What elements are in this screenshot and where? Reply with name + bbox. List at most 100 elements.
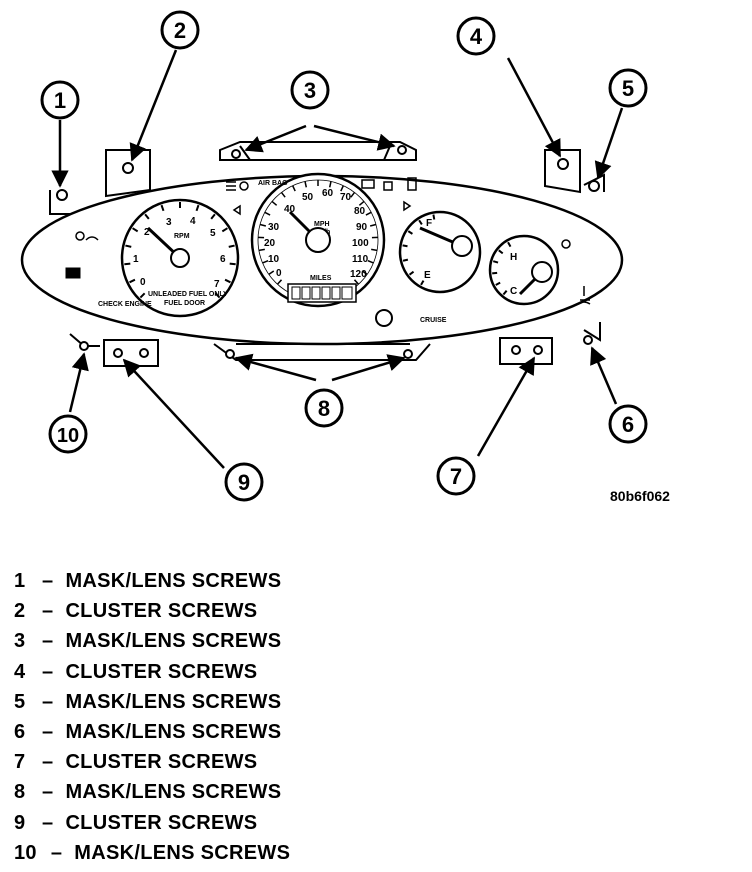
screw-holes [56,145,600,359]
legend-item: 6–MASK/LENS SCREWS [14,720,282,743]
legend-item: 10–MASK/LENS SCREWS [14,841,291,864]
legend-num: 8 [14,781,26,804]
callout-label-6: 6 [622,412,634,437]
gauge-tick [291,185,296,192]
temperature-gauge: H C [488,234,560,306]
callout-1 [40,80,80,120]
speedo-tick-0: 0 [276,268,282,279]
temp-hot-label: H [510,252,517,263]
gauge-tick [139,292,146,299]
callout-4 [456,16,496,56]
svg-text:UNLEADED FUEL ONLY: UNLEADED FUEL ONLY [148,291,228,298]
speedo-tick-100: 100 [352,238,369,249]
legend-item: 7–CLUSTER SCREWS [14,751,258,774]
gauge-tick [361,270,368,276]
callout-label-8: 8 [318,396,330,421]
legend-num: 9 [14,811,26,834]
legend-item: 3–MASK/LENS SCREWS [14,630,282,653]
gauge-tick [420,280,425,286]
legend-list: 1–MASK/LENS SCREWS 2–CLUSTER SCREWS 3–MA… [14,570,290,872]
gauge-tick [124,262,131,266]
gauge-tick [132,227,139,233]
legend-item: 5–MASK/LENS SCREWS [14,690,282,713]
gauge-tick [262,259,269,264]
gauge-tick [224,278,231,284]
legend-item: 9–CLUSTER SCREWS [14,811,258,834]
gauge-tick [259,223,267,227]
temp-cold-label: C [510,286,517,297]
callout-label-9: 9 [238,470,250,495]
legend-item: 1–MASK/LENS SCREWS [14,570,282,592]
legend-text: CLUSTER SCREWS [65,600,258,623]
callout-label-5: 5 [622,76,634,101]
legend-text: MASK/LENS SCREWS [65,630,282,653]
callout-10 [48,414,88,454]
legend-num: 6 [14,720,26,743]
tach-tick-0: 0 [140,277,146,288]
gauge-tick [228,244,235,248]
gauge-tick [371,248,378,252]
callout-label-4: 4 [470,24,483,49]
legend-text: MASK/LENS SCREWS [65,570,282,592]
gauge-tick [340,185,345,192]
gauge-tick [160,204,165,212]
legend-text: MASK/LENS SCREWS [65,720,282,743]
gauge-tick [402,258,409,262]
speedo-tick-90: 90 [356,222,368,233]
gauge-tick [407,230,413,235]
callout-9 [224,462,264,502]
gauge-tick [229,262,236,266]
fuel-empty-label: E [424,270,431,281]
speedo-tick-120: 120 [350,269,367,280]
gauge-tick [214,292,221,299]
odometer-label: MILES [310,275,332,282]
callout-label-1: 1 [54,88,66,113]
tach-tick-1: 1 [133,254,139,265]
gauge-tick [369,223,377,227]
svg-text:RPM: RPM [174,233,190,240]
tach-tick-5: 5 [210,228,216,239]
legend-num: 2 [14,600,26,623]
gauge-tick [195,204,200,212]
tach-tick-4: 4 [190,216,196,227]
callout-3 [290,70,330,110]
indicator-lamps [65,177,591,327]
legend-num: 7 [14,751,26,774]
legend-text: CLUSTER SCREWS [65,811,258,834]
gauge-tick [495,281,501,286]
tach-tick-3: 3 [166,217,172,228]
gauge-tick [358,200,365,206]
gauge-tick [258,248,265,252]
gauge-tick [365,211,372,216]
callout-5 [608,68,648,108]
speedo-tick-40: 40 [284,204,296,215]
gauge-tick [402,244,408,248]
air-bag-label: AIR BAG [258,180,288,187]
legend-text: MASK/LENS SCREWS [65,690,282,713]
callout-label-3: 3 [304,78,316,103]
tach-tick-2: 2 [144,227,150,238]
gauge-tick [125,244,132,248]
legend-item: 2–CLUSTER SCREWS [14,600,258,623]
gauge-tick [408,270,415,276]
gauge-tick [264,211,271,216]
speedo-tick-30: 30 [268,222,280,233]
legend-num: 3 [14,630,26,653]
callout-label-2: 2 [174,18,186,43]
check-engine-label: CHECK ENGINE [98,301,152,308]
legend-num: 5 [14,690,26,713]
gauge-tick [418,219,423,225]
svg-text:FUEL DOOR: FUEL DOOR [164,300,205,307]
callout-7 [436,456,476,496]
speedo-tick-50: 50 [302,192,314,203]
speedo-tick-80: 80 [354,206,366,217]
legend-text: MASK/LENS SCREWS [74,841,291,864]
instrument-cluster-diagram: 0 1 2 3 4 5 6 7 RPM UNLEADED FUEL ONLY F… [20,10,648,502]
svg-text:MPH: MPH [314,221,330,228]
tach-tick-6: 6 [220,254,226,265]
fuel-gauge: F E [398,210,482,294]
gauge-tick [276,279,283,285]
gauge-tick [328,181,332,188]
gauge-tick [268,270,275,276]
speedo-tick-10: 10 [268,254,280,265]
